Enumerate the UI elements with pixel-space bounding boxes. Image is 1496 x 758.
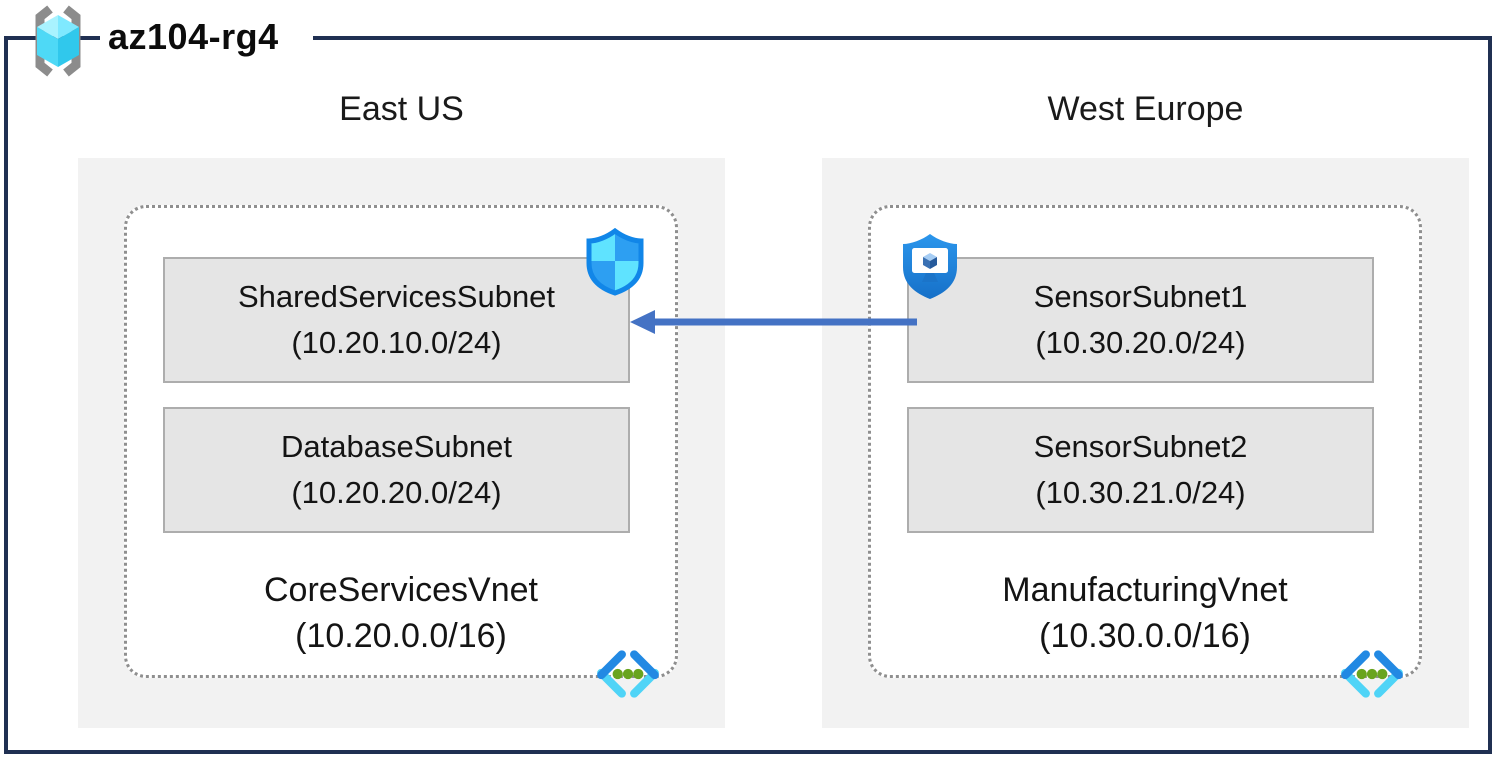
vnet-name: ManufacturingVnet: [1002, 571, 1288, 609]
subnet-name: SensorSubnet1: [1033, 279, 1248, 314]
vnet-label-coreservicesvnet: CoreServicesVnet (10.20.0.0/16): [127, 567, 675, 659]
region-label-west-europe: West Europe: [1047, 90, 1244, 128]
region-box-west-europe: SensorSubnet1 (10.30.20.0/24) SensorSubn…: [822, 158, 1469, 728]
asg-shield-icon: [903, 234, 957, 299]
subnet-name: DatabaseSubnet: [281, 429, 512, 464]
subnet-name: SensorSubnet2: [1033, 429, 1248, 464]
virtual-network-icon: [597, 650, 659, 698]
subnet-sharedservicessubnet: SharedServicesSubnet (10.20.10.0/24): [163, 257, 630, 383]
subnet-databasesubnet: DatabaseSubnet (10.20.20.0/24): [163, 407, 630, 533]
vnet-name: CoreServicesVnet: [263, 571, 538, 609]
subnet-cidr: (10.20.20.0/24): [291, 475, 502, 510]
vnet-cidr: (10.20.0.0/16): [295, 617, 507, 655]
resource-group-frame: [4, 36, 1492, 754]
vnet-label-manufacturingvnet: ManufacturingVnet (10.30.0.0/16): [871, 567, 1419, 659]
vnet-peering-arrow: [630, 310, 917, 334]
subnet-cidr: (10.30.21.0/24): [1035, 475, 1246, 510]
subnet-cidr: (10.20.10.0/24): [291, 325, 502, 360]
resource-group-icon: [35, 5, 81, 77]
subnet-name: SharedServicesSubnet: [237, 279, 556, 314]
virtual-network-icon: [1341, 650, 1403, 698]
subnet-sensorsubnet2: SensorSubnet2 (10.30.21.0/24): [907, 407, 1374, 533]
region-label-east-us: East US: [339, 90, 464, 128]
resource-group-title: az104-rg4: [100, 13, 313, 61]
vnet-box-manufacturingvnet: SensorSubnet1 (10.30.20.0/24) SensorSubn…: [868, 205, 1422, 698]
nsg-shield-icon: [586, 228, 644, 296]
subnet-sensorsubnet1: SensorSubnet1 (10.30.20.0/24): [907, 257, 1374, 383]
vnet-cidr: (10.30.0.0/16): [1039, 617, 1251, 655]
vnet-box-coreservicesvnet: SharedServicesSubnet (10.20.10.0/24) Dat…: [124, 205, 678, 698]
subnet-cidr: (10.30.20.0/24): [1035, 325, 1246, 360]
